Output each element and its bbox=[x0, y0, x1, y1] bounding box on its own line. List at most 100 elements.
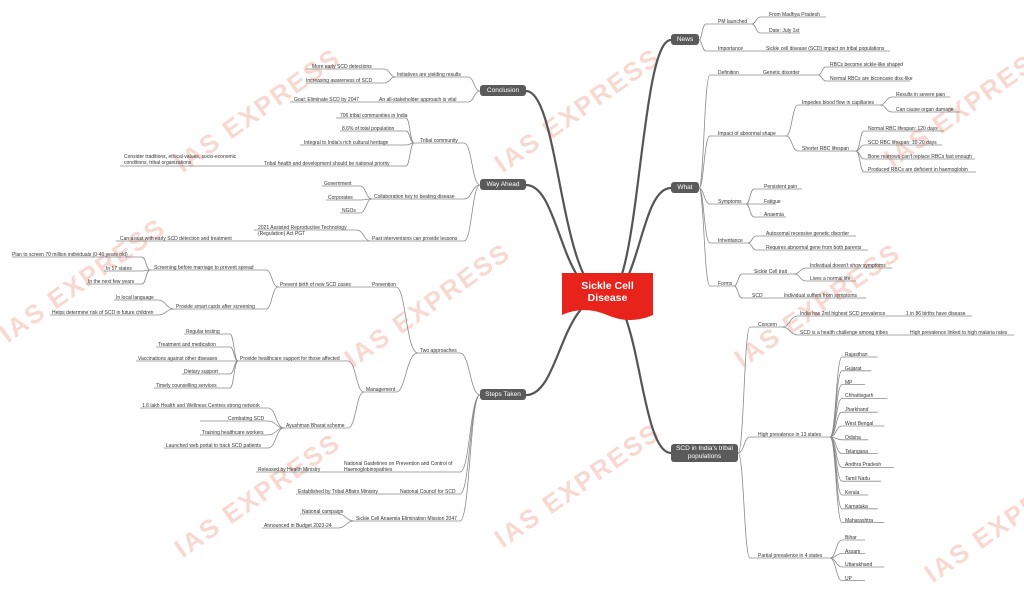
node-vaccinations[interactable]: Vaccinations against other diseases bbox=[138, 356, 218, 362]
node-awareness[interactable]: Increasing awareness of SCD bbox=[306, 78, 373, 84]
node-priority[interactable]: Tribal health and development should be … bbox=[264, 161, 390, 167]
node-assist[interactable]: Can assist with early SCD detection and … bbox=[120, 236, 232, 242]
node-sickle-trait[interactable]: Sickle Cell trait bbox=[754, 269, 788, 275]
state-item[interactable]: UP bbox=[845, 575, 852, 582]
branch-steps-taken[interactable]: Steps Taken bbox=[480, 389, 526, 400]
state-item[interactable]: Assam bbox=[845, 548, 861, 555]
branch-conclusion[interactable]: Conclusion bbox=[480, 85, 526, 96]
node-bone-marrow[interactable]: Bone marrows can't replace RBCs fast eno… bbox=[868, 154, 972, 160]
node-no-symptoms[interactable]: Individual doesn't show symptoms bbox=[810, 263, 886, 269]
node-fatigue[interactable]: Fatigue bbox=[764, 199, 781, 205]
node-scd-lifespan[interactable]: SCD RBC lifespan: 10-20 days bbox=[868, 140, 937, 146]
node-corporates[interactable]: Corporates bbox=[328, 195, 353, 201]
state-item[interactable]: Odisha bbox=[845, 434, 861, 441]
node-results-pain[interactable]: Results in severe pain bbox=[896, 92, 946, 98]
state-item[interactable]: West Bengal bbox=[845, 421, 874, 427]
node-anaemia[interactable]: Anaemia bbox=[764, 212, 784, 218]
node-definition[interactable]: Definition bbox=[718, 70, 739, 76]
state-item[interactable]: Rajasthan bbox=[845, 352, 868, 358]
branch-news[interactable]: News bbox=[671, 34, 699, 45]
node-past[interactable]: Past interventions can provide lessons bbox=[372, 236, 458, 242]
node-centres[interactable]: 1.6 lakh Health and Wellness Centres str… bbox=[142, 403, 260, 409]
node-symptoms[interactable]: Symptoms bbox=[718, 199, 742, 205]
state-item[interactable]: Gujarat bbox=[845, 365, 862, 372]
node-date[interactable]: Date: July 1st bbox=[769, 28, 800, 34]
node-normal-lifespan[interactable]: Normal RBC lifespan: 120 days bbox=[868, 126, 938, 132]
node-guidelines[interactable]: National Guidelines on Prevention and Co… bbox=[344, 461, 452, 473]
node-released[interactable]: Released by Health Ministry bbox=[258, 467, 321, 473]
node-counselling[interactable]: Timely counselling services bbox=[156, 383, 217, 389]
node-forms[interactable]: Forms bbox=[718, 281, 733, 287]
node-campaign[interactable]: National campaign bbox=[302, 509, 344, 515]
node-art-act[interactable]: 2021 Assisted Reproductive Technology (R… bbox=[258, 225, 347, 237]
state-item[interactable]: MP bbox=[845, 379, 853, 386]
node-scd-form[interactable]: SCD bbox=[752, 293, 763, 299]
node-screening[interactable]: Screening before marriage to prevent spr… bbox=[154, 265, 254, 271]
state-item[interactable]: Chhattisgarh bbox=[845, 393, 874, 400]
node-deficient[interactable]: Produced RBCs are deficient in haemoglob… bbox=[868, 167, 968, 173]
node-healthcare[interactable]: Provide healthcare support for those aff… bbox=[240, 356, 340, 362]
node-health-challenge[interactable]: SCD is a health challenge among tribes bbox=[800, 330, 888, 336]
node-requires[interactable]: Requires abnormal gene from both parents bbox=[766, 245, 862, 251]
node-council[interactable]: National Council for SCD bbox=[400, 489, 456, 495]
node-mission[interactable]: Sickle Cell Anaemia Elimination Mission … bbox=[356, 516, 457, 522]
node-prevent-birth[interactable]: Prevent birth of new SCD cases bbox=[280, 282, 351, 288]
state-item[interactable]: Karnataka bbox=[845, 503, 868, 510]
node-treatment[interactable]: Treatment and medication bbox=[158, 342, 216, 348]
node-pm-launched[interactable]: PM launched bbox=[718, 19, 748, 25]
node-early-detections[interactable]: More early SCD detections bbox=[312, 64, 372, 70]
node-smart-cards[interactable]: Provide smart cards after screening bbox=[176, 304, 255, 310]
node-local-language[interactable]: In local language bbox=[116, 295, 154, 301]
node-approach[interactable]: An all-stakeholder approach is vital bbox=[379, 97, 457, 103]
node-autosomal[interactable]: Autosomal recessive genetic disorder bbox=[766, 231, 850, 237]
node-plan[interactable]: Plan to screen 70 million individuals (0… bbox=[12, 252, 128, 258]
node-malaria[interactable]: High prevalence linked to high malaria r… bbox=[910, 330, 1008, 336]
node-communities[interactable]: 706 tribal communities in India bbox=[340, 113, 408, 119]
node-training[interactable]: Training healthcare workers bbox=[202, 430, 264, 436]
node-prevention[interactable]: Prevention bbox=[372, 282, 396, 288]
node-high-prevalence[interactable]: High prevalence in 13 states bbox=[758, 432, 822, 438]
state-item[interactable]: Jharkhand bbox=[845, 407, 869, 414]
node-combating[interactable]: Combating SCD bbox=[228, 416, 265, 422]
node-initiatives[interactable]: Initiatives are yielding results bbox=[397, 72, 461, 78]
node-tribal-community[interactable]: Tribal community bbox=[420, 138, 458, 144]
node-second-highest[interactable]: India has 2nd highest SCD prevalence bbox=[800, 311, 886, 317]
node-testing[interactable]: Regular testing bbox=[186, 329, 220, 335]
node-shorter-lifespan[interactable]: Shorter RBC lifespan bbox=[802, 146, 849, 152]
node-management[interactable]: Management bbox=[366, 387, 396, 393]
node-impedes[interactable]: Impedes blood flow in capillaries bbox=[802, 100, 874, 106]
state-item[interactable]: Uttarakhand bbox=[845, 562, 873, 568]
state-item[interactable]: Andhra Pradesh bbox=[845, 462, 882, 469]
node-importance[interactable]: Importance bbox=[718, 46, 744, 52]
state-item[interactable]: Telangana bbox=[845, 448, 869, 455]
node-next-years[interactable]: In the next few years bbox=[88, 279, 135, 285]
node-ayushman[interactable]: Ayushman Bharat scheme bbox=[286, 423, 345, 429]
node-budget[interactable]: Announced in Budget 2023-24 bbox=[264, 523, 332, 529]
node-ngos[interactable]: NGOs bbox=[342, 208, 356, 214]
node-portal[interactable]: Launched web portal to track SCD patient… bbox=[166, 443, 262, 449]
branch-way-ahead[interactable]: Way Ahead bbox=[480, 179, 526, 190]
state-item[interactable]: Kerala bbox=[845, 490, 860, 496]
node-17-states[interactable]: In 17 states bbox=[106, 266, 132, 272]
node-genetic-disorder[interactable]: Genetic disorder bbox=[763, 70, 800, 76]
node-inheritance[interactable]: Inheritance bbox=[718, 238, 743, 244]
node-collaboration[interactable]: Collaboration key to beating disease bbox=[374, 194, 455, 200]
node-rbcs-sickle[interactable]: RBCs become sickle-like shaped bbox=[830, 62, 904, 68]
node-births[interactable]: 1 in 86 births have disease bbox=[906, 311, 966, 317]
node-percent[interactable]: 8.6% of total population bbox=[342, 126, 395, 132]
node-normal-life[interactable]: Lives a normal life bbox=[810, 276, 851, 282]
central-topic[interactable]: Sickle Cell Disease bbox=[560, 271, 655, 321]
state-item[interactable]: Tamil Nadu bbox=[845, 476, 871, 483]
node-dietary[interactable]: Dietary support bbox=[184, 369, 218, 375]
node-organ-damage[interactable]: Can cause organ damage bbox=[896, 107, 954, 113]
node-partial-prevalence[interactable]: Partial prevalence in 4 states bbox=[758, 553, 823, 559]
node-from-mp[interactable]: From Madhya Pradesh bbox=[769, 12, 820, 18]
branch-scd-india[interactable]: SCD in India's tribal populations bbox=[671, 444, 738, 462]
node-helps[interactable]: Helps determine risk of SCD in future ch… bbox=[52, 310, 154, 316]
node-consider[interactable]: Consider traditions, ethical values, soc… bbox=[124, 154, 237, 166]
node-goal[interactable]: Goal: Eliminate SCD by 2047 bbox=[294, 97, 360, 103]
node-impact[interactable]: Impact of abnormal shape bbox=[718, 131, 776, 137]
node-two-approaches[interactable]: Two approaches bbox=[420, 348, 457, 354]
branch-what[interactable]: What bbox=[671, 182, 699, 193]
state-item[interactable]: Bihar bbox=[845, 535, 857, 541]
